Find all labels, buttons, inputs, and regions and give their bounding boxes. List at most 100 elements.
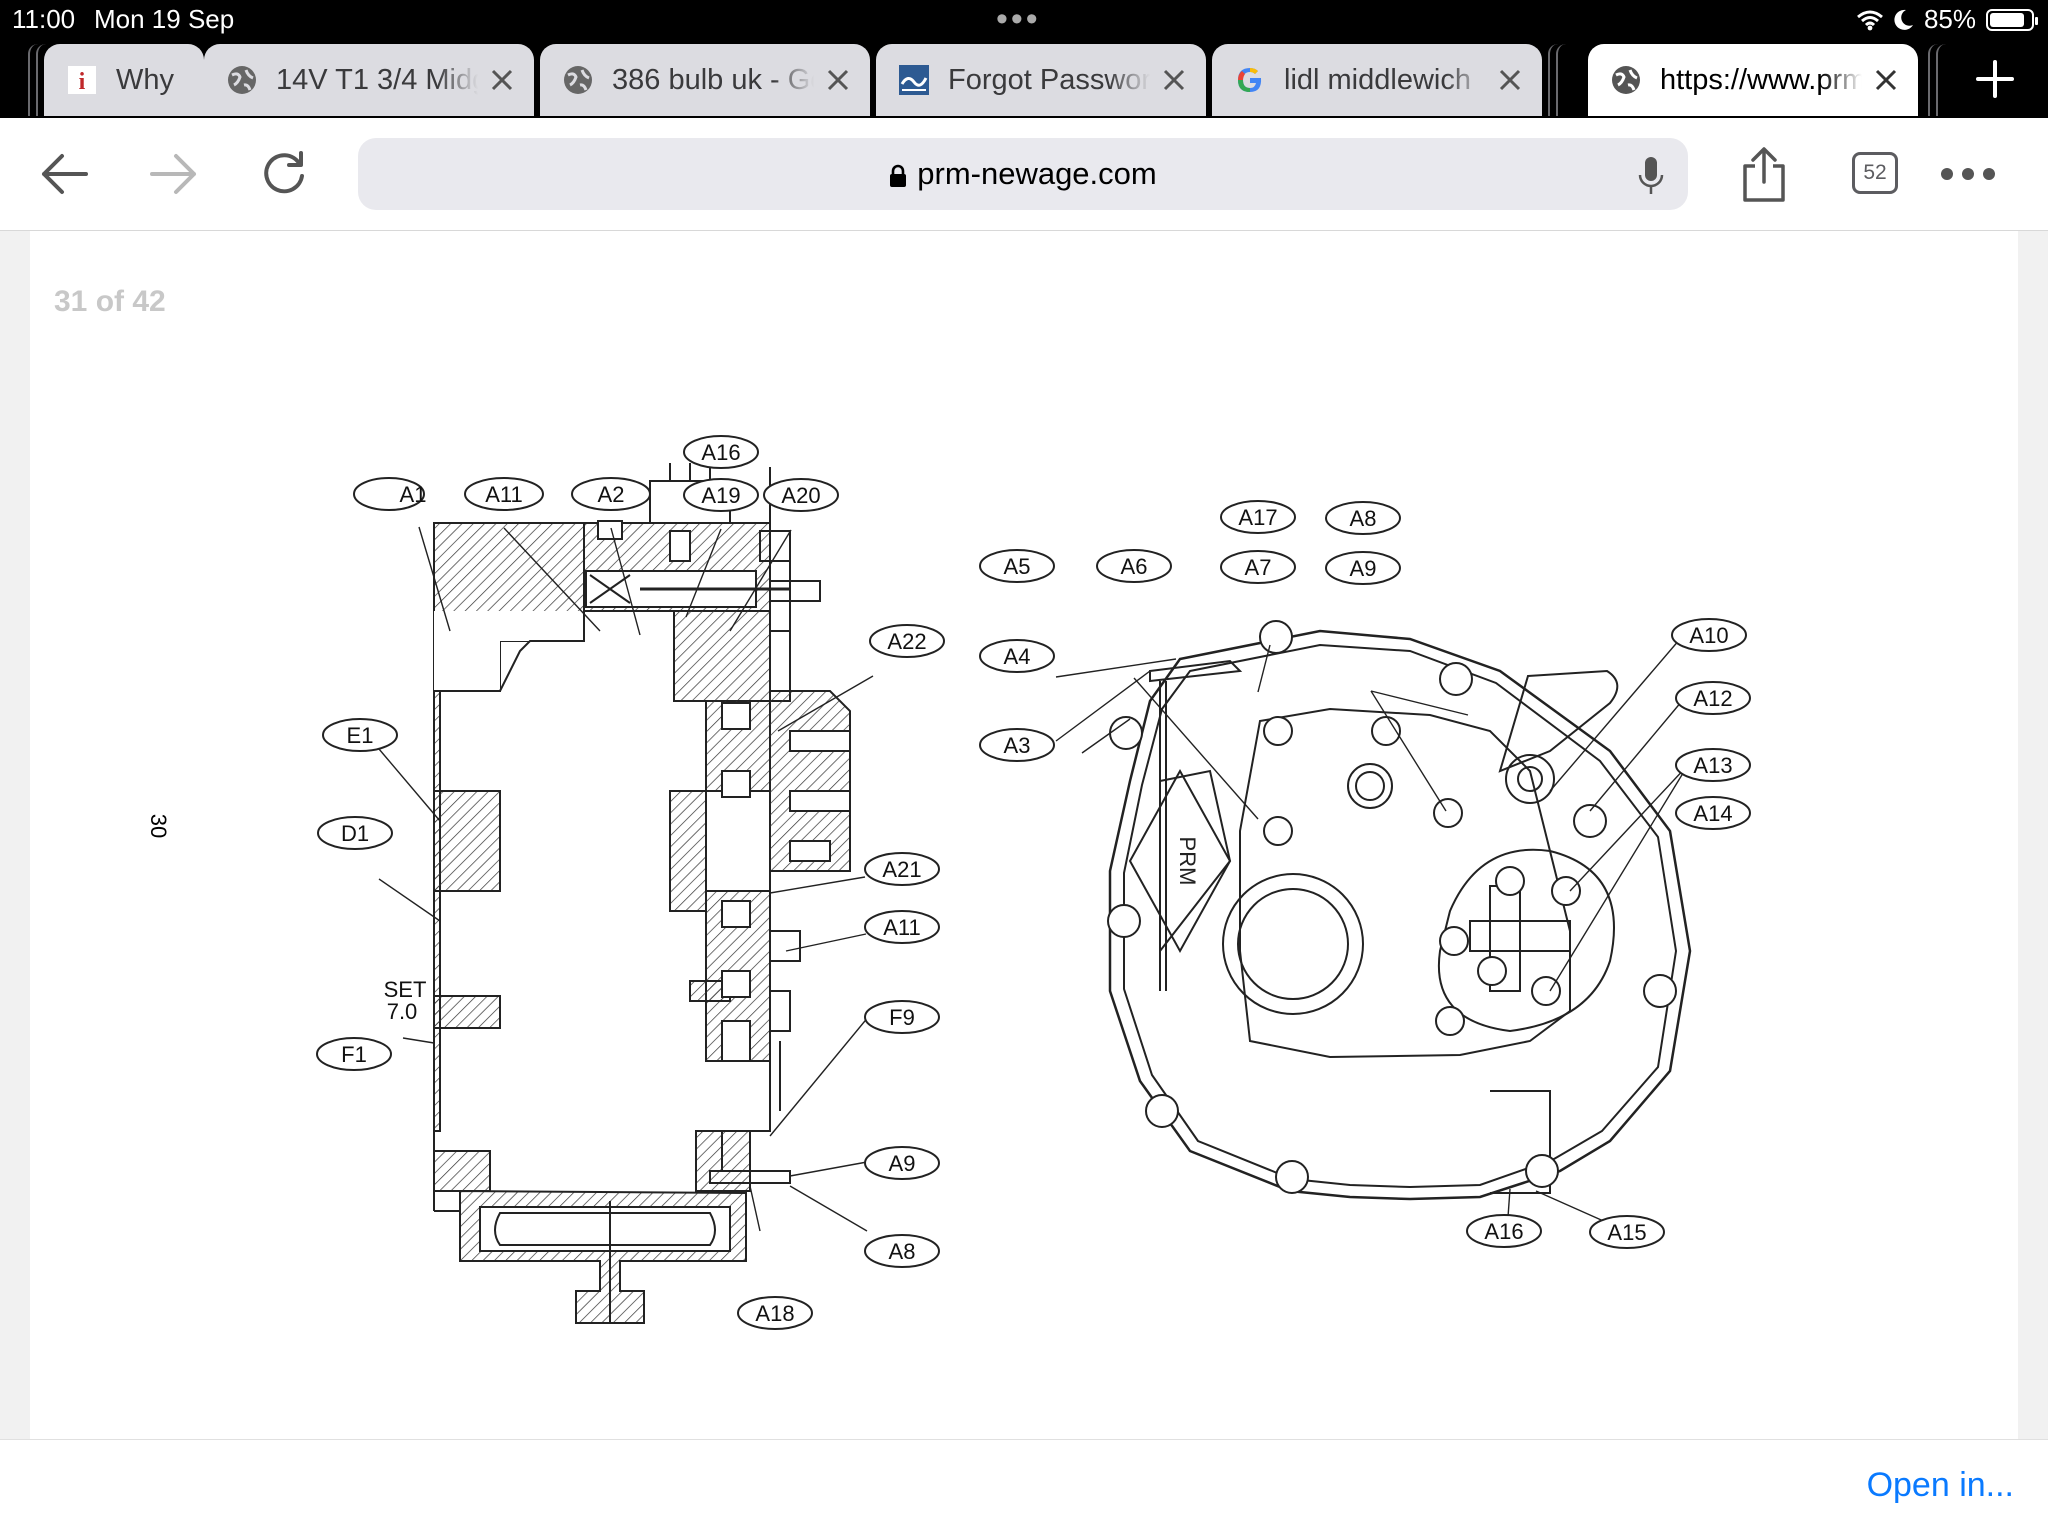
prm-logo-text: PRM (1175, 837, 1200, 886)
tab-title: lidl middlewich (1284, 63, 1471, 96)
tab-bar: i Why 14V T1 3/4 Midget 386 bulb uk - Go… (0, 40, 2048, 118)
browser-toolbar: prm-newage.com (0, 118, 2048, 231)
tab-stack-edge (1548, 44, 1558, 116)
set-note-value: 7.0 (387, 999, 418, 1024)
multitasking-dots-icon[interactable]: ••• (996, 0, 1041, 38)
back-arrow-icon (42, 154, 88, 194)
callout-label: F1 (341, 1042, 367, 1067)
tab-count-button[interactable]: 52 (1852, 152, 1898, 194)
set-note: SET (384, 977, 427, 1002)
tab-prm-newage[interactable]: https://www.prm-newage.com (1588, 44, 1918, 116)
callout-label: A12 (1693, 686, 1732, 711)
status-bar: 11:00 Mon 19 Sep ••• 85% (0, 0, 2048, 40)
tab-forgot-password[interactable]: Forgot Password (876, 44, 1206, 116)
callout-label: A14 (1693, 801, 1732, 826)
close-tab-icon[interactable] (488, 66, 516, 94)
bolt-heads (1107, 620, 1677, 1194)
callout-label: A4 (1004, 644, 1031, 669)
forward-button[interactable] (142, 142, 206, 206)
share-icon (1743, 147, 1785, 202)
right-callout-labels (979, 500, 1751, 1249)
tab-title: 386 bulb uk - Google (612, 63, 814, 96)
end-view-drawing (1108, 629, 1692, 1201)
tab-title: 14V T1 3/4 Midget (276, 63, 478, 96)
page-viewport[interactable]: 31 of 42 30 (0, 231, 2048, 1439)
globe-icon (226, 64, 258, 96)
tab-stack-edge (1928, 44, 1938, 116)
tab-why[interactable]: i Why (44, 44, 204, 116)
open-in-button[interactable]: Open in... (1866, 1466, 2014, 1504)
close-tab-icon[interactable] (1496, 66, 1524, 94)
status-date: Mon 19 Sep (94, 4, 235, 34)
tab-title: Why (116, 63, 174, 96)
url-display[interactable]: prm-newage.com (358, 138, 1688, 210)
parts-diagram: PRM (316, 435, 1751, 1330)
battery-percent: 85% (1923, 4, 1976, 34)
status-time: 11:00 (12, 4, 76, 34)
callout-label: A19 (701, 483, 740, 508)
callout-label: A11 (485, 482, 523, 507)
callout-label: D1 (341, 821, 369, 846)
reload-button[interactable] (252, 142, 316, 206)
tab-title: Forgot Password (948, 63, 1150, 96)
site-logo-icon (898, 64, 930, 96)
callout-label: A6 (1121, 554, 1148, 579)
google-icon (1234, 64, 1266, 96)
svg-text:i: i (79, 69, 86, 94)
microphone-icon[interactable] (1638, 156, 1664, 196)
callout-label: A3 (1004, 733, 1031, 758)
left-callout-labels (316, 435, 945, 1330)
callout-label: A21 (882, 857, 921, 882)
bottom-bar: Open in... (0, 1439, 2048, 1537)
reload-icon (264, 151, 304, 194)
callout-label: A8 (1350, 506, 1377, 531)
tab-bulb[interactable]: 386 bulb uk - Google (540, 44, 870, 116)
tab-stack-edge (1936, 44, 1946, 116)
callout-label: A9 (889, 1151, 916, 1176)
address-bar[interactable]: prm-newage.com (358, 138, 1688, 210)
battery-icon (1986, 8, 2038, 31)
callout-label: A7 (1245, 555, 1272, 580)
back-button[interactable] (32, 142, 96, 206)
callout-label: E1 (347, 723, 374, 748)
callout-label: A17 (1238, 505, 1277, 530)
more-menu-button[interactable] (1936, 142, 2000, 206)
tab-stack-edge (28, 44, 38, 116)
callout-label: A9 (1350, 556, 1377, 581)
url-text: prm-newage.com (917, 156, 1157, 191)
status-indicators: 85% (1856, 4, 2038, 35)
close-tab-icon[interactable] (824, 66, 852, 94)
callout-label: A10 (1689, 623, 1728, 648)
globe-icon (1610, 64, 1642, 96)
share-button[interactable] (1732, 142, 1796, 206)
callout-label: A18 (755, 1301, 794, 1326)
callout-label: A16 (1484, 1219, 1523, 1244)
callout-label: A11 (883, 915, 921, 940)
globe-icon (562, 64, 594, 96)
page-indicator: 31 of 42 (54, 285, 166, 318)
moon-icon (1894, 9, 1913, 30)
right-callout-text: A17 A8 A5 A6 A7 A9 A4 A10 A3 A12 A13 A14… (1004, 505, 1733, 1245)
callout-label: A16 (701, 440, 740, 465)
callout-label: A1 (400, 482, 427, 507)
callout-label: A8 (889, 1239, 916, 1264)
callout-label: A15 (1607, 1220, 1646, 1245)
new-tab-plus-icon[interactable] (1960, 44, 2030, 114)
callout-label: A22 (887, 629, 926, 654)
pdf-page: 31 of 42 30 (30, 231, 2018, 1439)
close-tab-icon[interactable] (1872, 66, 1900, 94)
tab-stack-edge (36, 44, 46, 116)
tab-midget[interactable]: 14V T1 3/4 Midget (204, 44, 534, 116)
callout-label: A2 (598, 482, 625, 507)
tab-stack-edge (1556, 44, 1566, 116)
callout-label: A5 (1004, 554, 1031, 579)
callout-label: A13 (1693, 753, 1732, 778)
callout-label: F9 (889, 1005, 915, 1030)
lock-icon (890, 164, 907, 187)
more-dots-icon (1941, 168, 1995, 180)
close-tab-icon[interactable] (1160, 66, 1188, 94)
tab-lidl[interactable]: lidl middlewich (1212, 44, 1542, 116)
forward-arrow-icon (150, 154, 196, 194)
tab-title: https://www.prm-newage.com (1660, 63, 1862, 96)
cross-section-drawing (433, 463, 851, 1324)
